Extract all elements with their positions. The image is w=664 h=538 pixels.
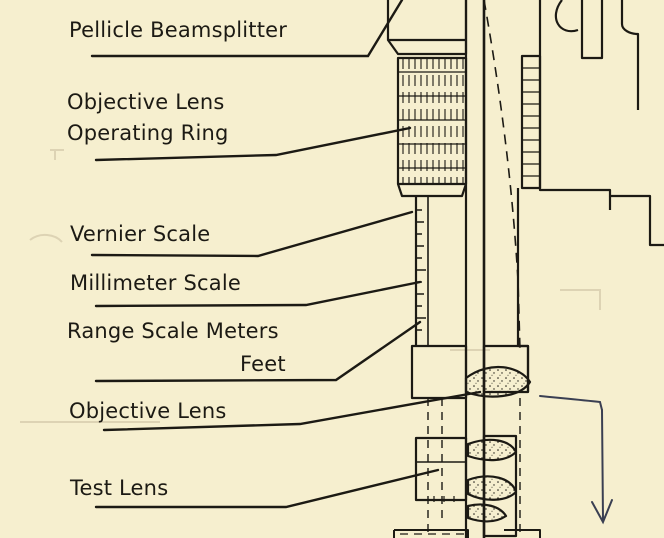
leader-range-scale	[94, 320, 422, 383]
operating-ring	[396, 56, 468, 186]
leader-pellicle	[90, 0, 404, 58]
label-millimeter-scale: Millimeter Scale	[70, 271, 241, 295]
label-test-lens: Test Lens	[70, 476, 169, 500]
label-objective-lens-operating-ring-line2: Operating Ring	[67, 121, 229, 145]
label-vernier-scale: Vernier Scale	[70, 222, 211, 246]
bleed-through-marks	[20, 149, 601, 423]
leader-lines	[90, 0, 482, 509]
label-range-scale-meters: Range Scale Meters	[67, 319, 279, 343]
leader-operating-ring	[94, 126, 412, 162]
label-objective-lens-operating-ring-line1: Objective Lens	[67, 90, 225, 114]
label-range-scale-feet: Feet	[240, 352, 286, 376]
leader-vernier	[90, 210, 414, 258]
label-pellicle-beamsplitter: Pellicle Beamsplitter	[69, 18, 288, 42]
leader-objective-lens	[102, 390, 482, 432]
leader-test-lens	[94, 468, 440, 509]
pen-arrow-annotation	[539, 395, 613, 525]
instrument-drawing	[386, 0, 664, 538]
leader-millimeter	[94, 280, 422, 308]
label-objective-lens: Objective Lens	[69, 399, 227, 423]
